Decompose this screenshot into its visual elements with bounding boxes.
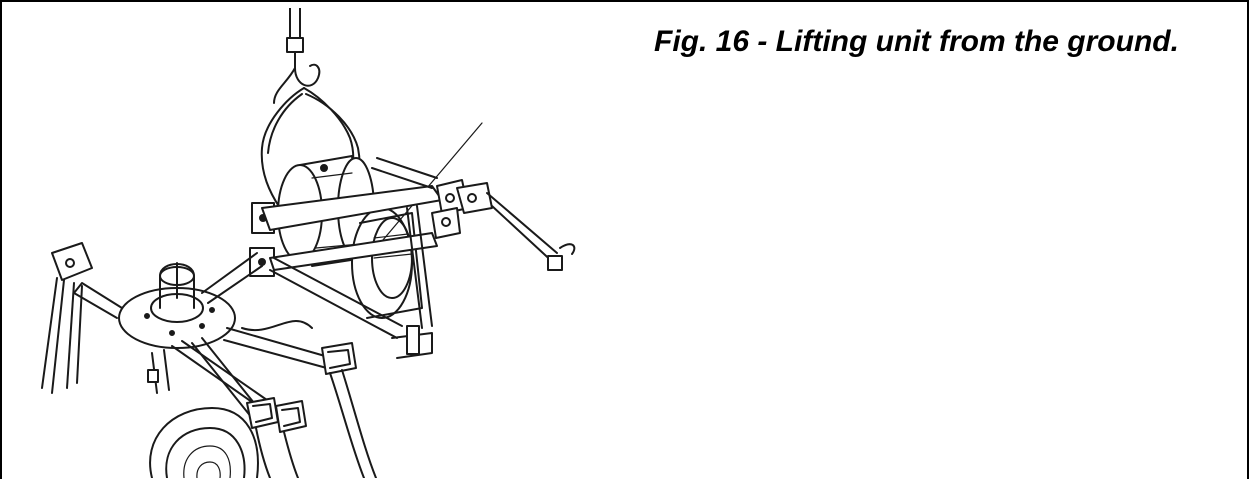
tine-holders bbox=[51, 242, 357, 433]
three-point-hitch bbox=[391, 179, 576, 359]
crane-hook bbox=[273, 8, 321, 104]
lifting-unit-drawing bbox=[41, 8, 576, 478]
rake-tines bbox=[41, 277, 377, 478]
gauge-wheel bbox=[147, 349, 259, 478]
figure-caption: Fig. 16 - Lifting unit from the ground. bbox=[654, 25, 1179, 58]
rotor-hub bbox=[118, 252, 263, 349]
main-frame bbox=[249, 157, 443, 339]
shaft-guard bbox=[351, 122, 483, 319]
